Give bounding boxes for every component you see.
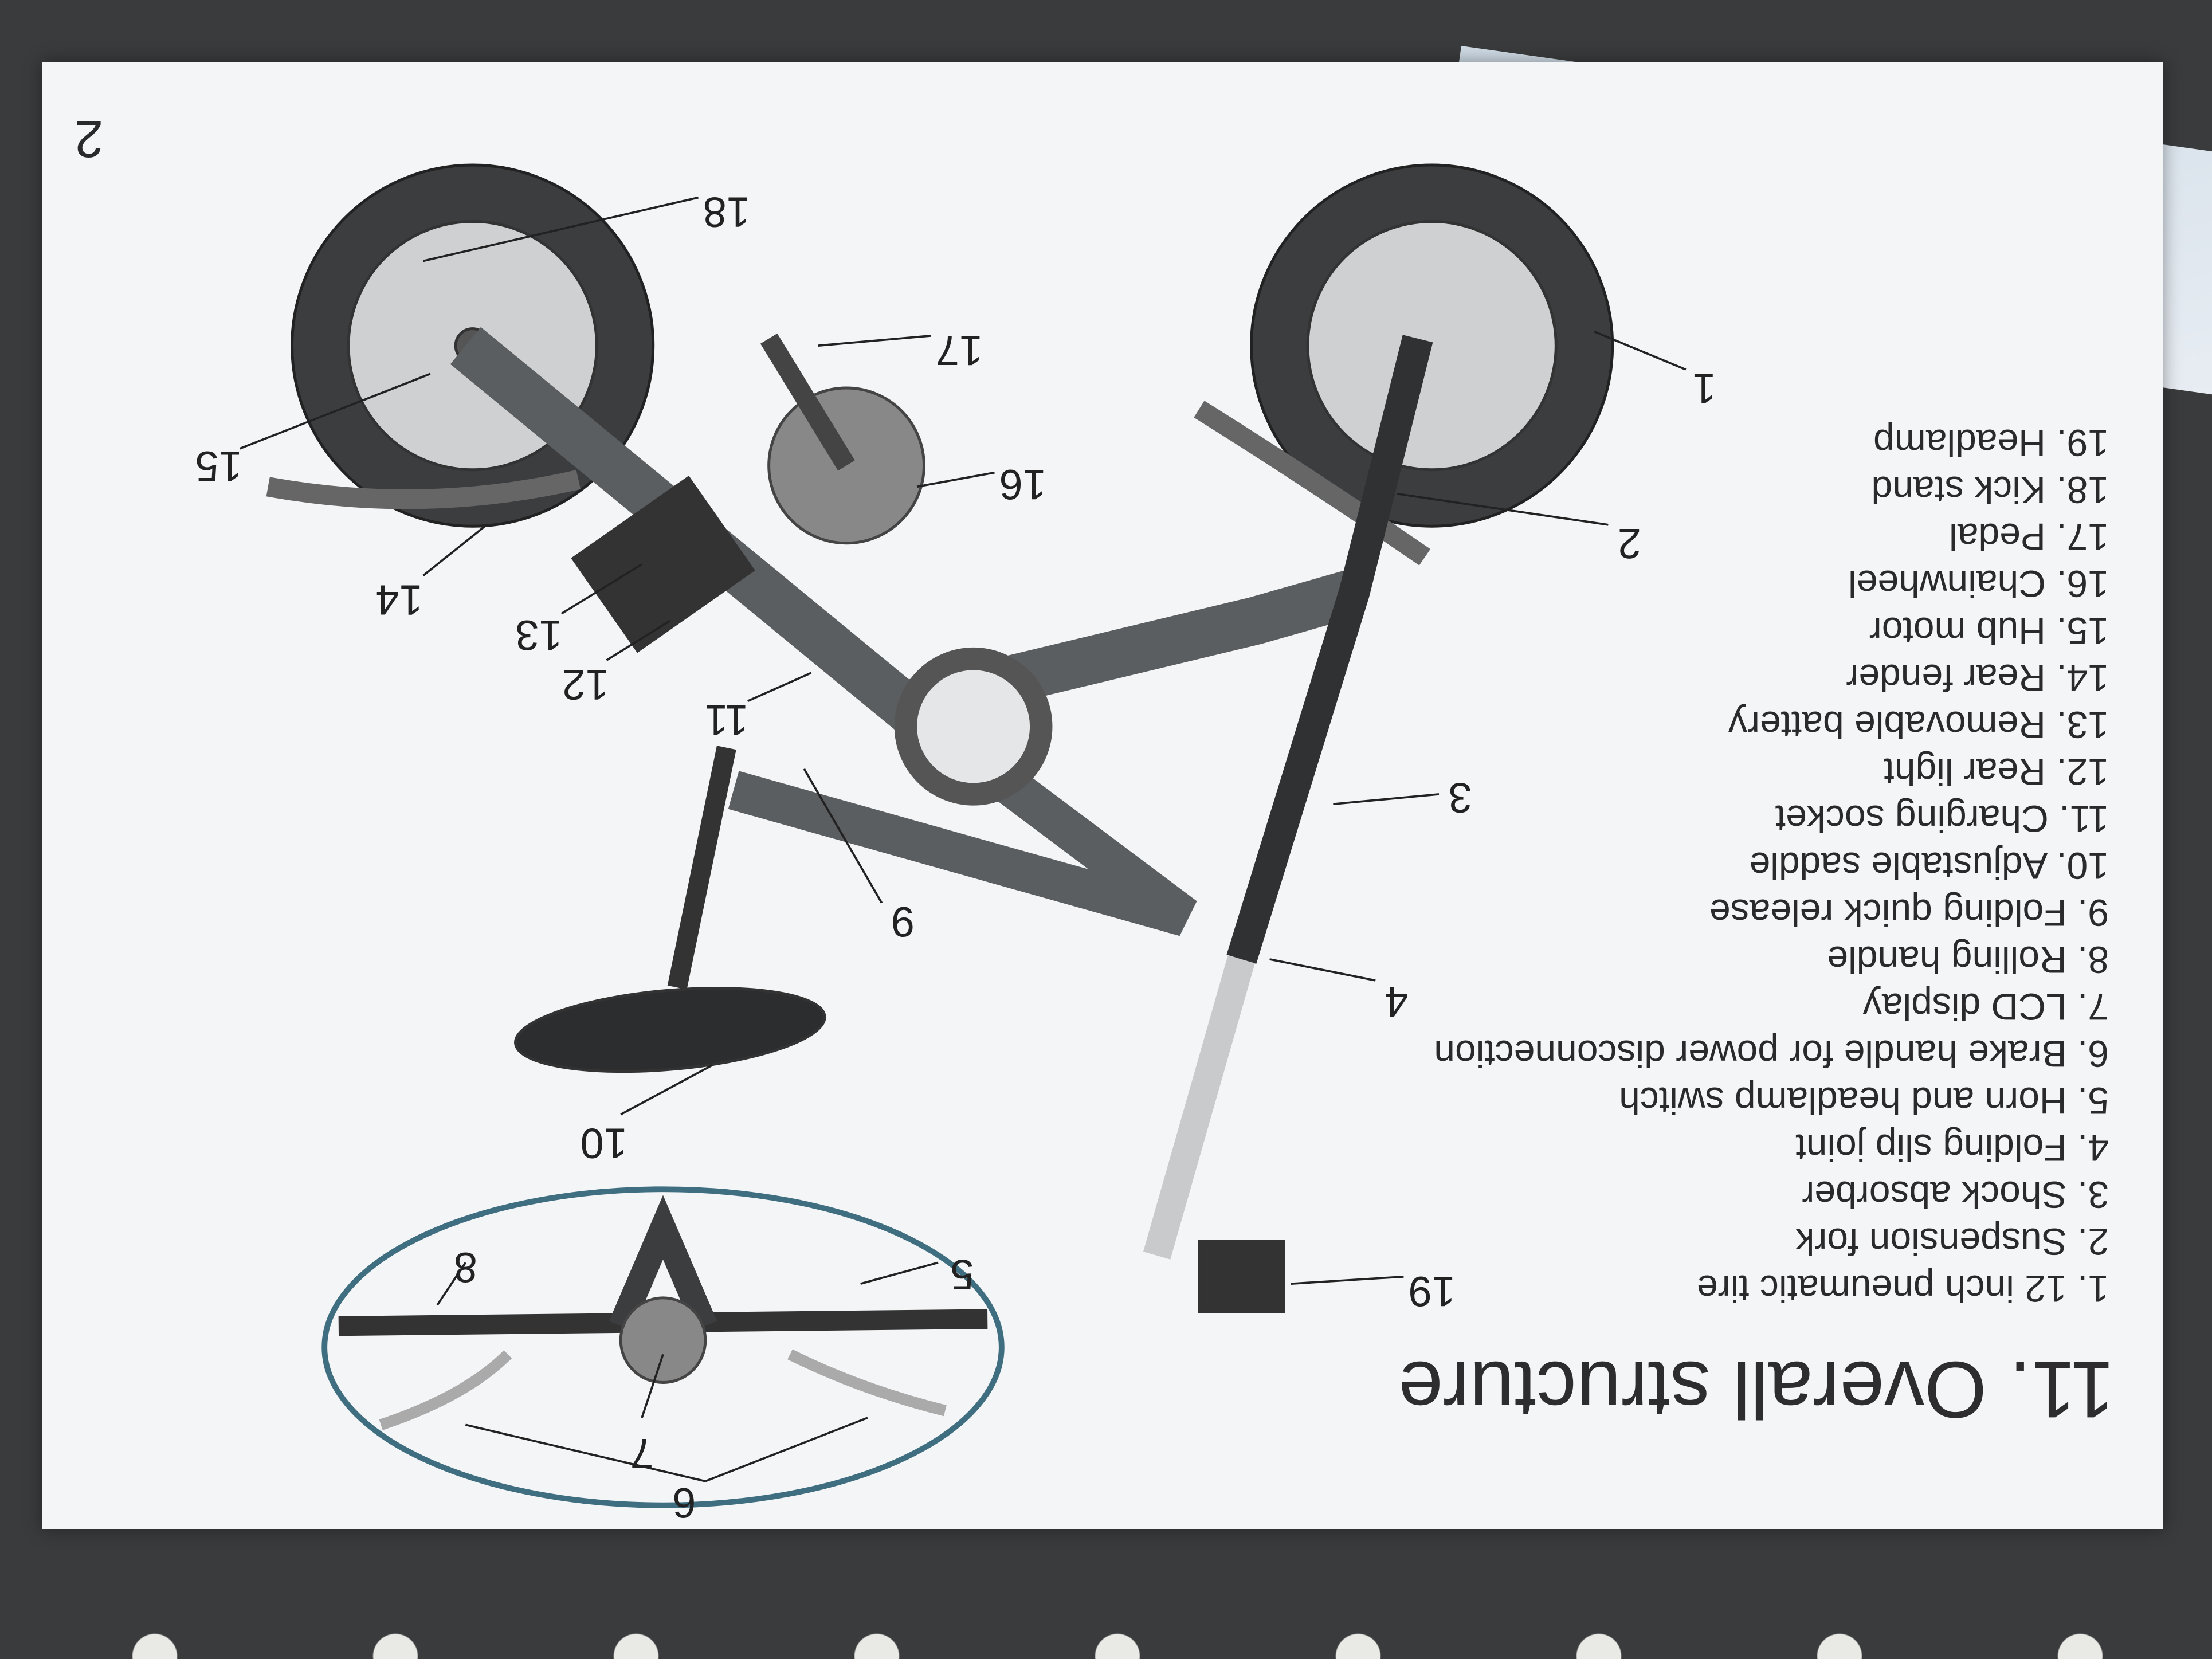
callout-9: 9 [891, 898, 915, 946]
seat-post [667, 746, 736, 990]
callout-11: 11 [704, 696, 748, 744]
callout-2: 2 [1618, 520, 1641, 567]
part-item: 1. 12 inch pneumatic tire [1696, 1268, 2109, 1310]
callout-18: 18 [703, 189, 750, 236]
callout-10: 10 [581, 1119, 627, 1167]
fork [1226, 335, 1433, 964]
part-item: 12. Rear light [1884, 751, 2109, 793]
callout-14: 14 [376, 576, 423, 624]
frame-hub [894, 647, 1053, 806]
lcd-display [619, 1296, 707, 1384]
stem [1143, 955, 1255, 1260]
callout-1: 1 [1692, 364, 1716, 412]
callout-8: 8 [454, 1244, 477, 1291]
part-item: 2. Suspension fork [1795, 1221, 2109, 1263]
part-item: 17. Pedal [1949, 516, 2109, 558]
saddle [514, 986, 826, 1073]
callout-12: 12 [562, 661, 609, 708]
part-item: 9. Folding quick release [1709, 892, 2109, 934]
part-item: 13. Removable battery [1728, 704, 2109, 746]
part-item: 10. Adjustable saddle [1749, 845, 2109, 887]
callout-19: 19 [1409, 1268, 1456, 1315]
callout-4: 4 [1385, 978, 1409, 1026]
callout-13: 13 [515, 611, 562, 659]
part-item: 3. Shock absorber [1802, 1174, 2109, 1216]
callout-7: 7 [630, 1430, 654, 1477]
part-item: 19. Headlamp [1873, 422, 2109, 464]
part-item: 5. Horn and headlamp switch [1619, 1080, 2109, 1122]
part-item: 18. Kick stand [1871, 469, 2109, 511]
callout-6: 6 [672, 1479, 696, 1527]
callout-16: 16 [999, 461, 1046, 508]
part-item: 11. Charging socket [1775, 798, 2109, 840]
callout-15: 15 [195, 442, 242, 490]
section-title: 11. Overall structure [1398, 1345, 2115, 1435]
callout-17: 17 [936, 327, 983, 374]
part-item: 16. Chainwheel [1848, 563, 2109, 605]
part-item: 6. Brake handle for power disconnection [1434, 1033, 2109, 1075]
part-item: 8. Rolling handle [1827, 939, 2109, 981]
part-item: 7. LCD display [1862, 986, 2109, 1028]
part-item: 15. Hub motor [1869, 610, 2109, 652]
callout-5: 5 [950, 1250, 974, 1298]
part-item: 4. Folding slip joint [1795, 1127, 2109, 1169]
parts-list: 1. 12 inch pneumatic tire 2. Suspension … [1434, 395, 2109, 1312]
callout-3: 3 [1448, 774, 1472, 821]
page-number: 2 [74, 110, 104, 167]
battery [571, 476, 755, 653]
part-item: 14. Rear fender [1846, 657, 2109, 699]
